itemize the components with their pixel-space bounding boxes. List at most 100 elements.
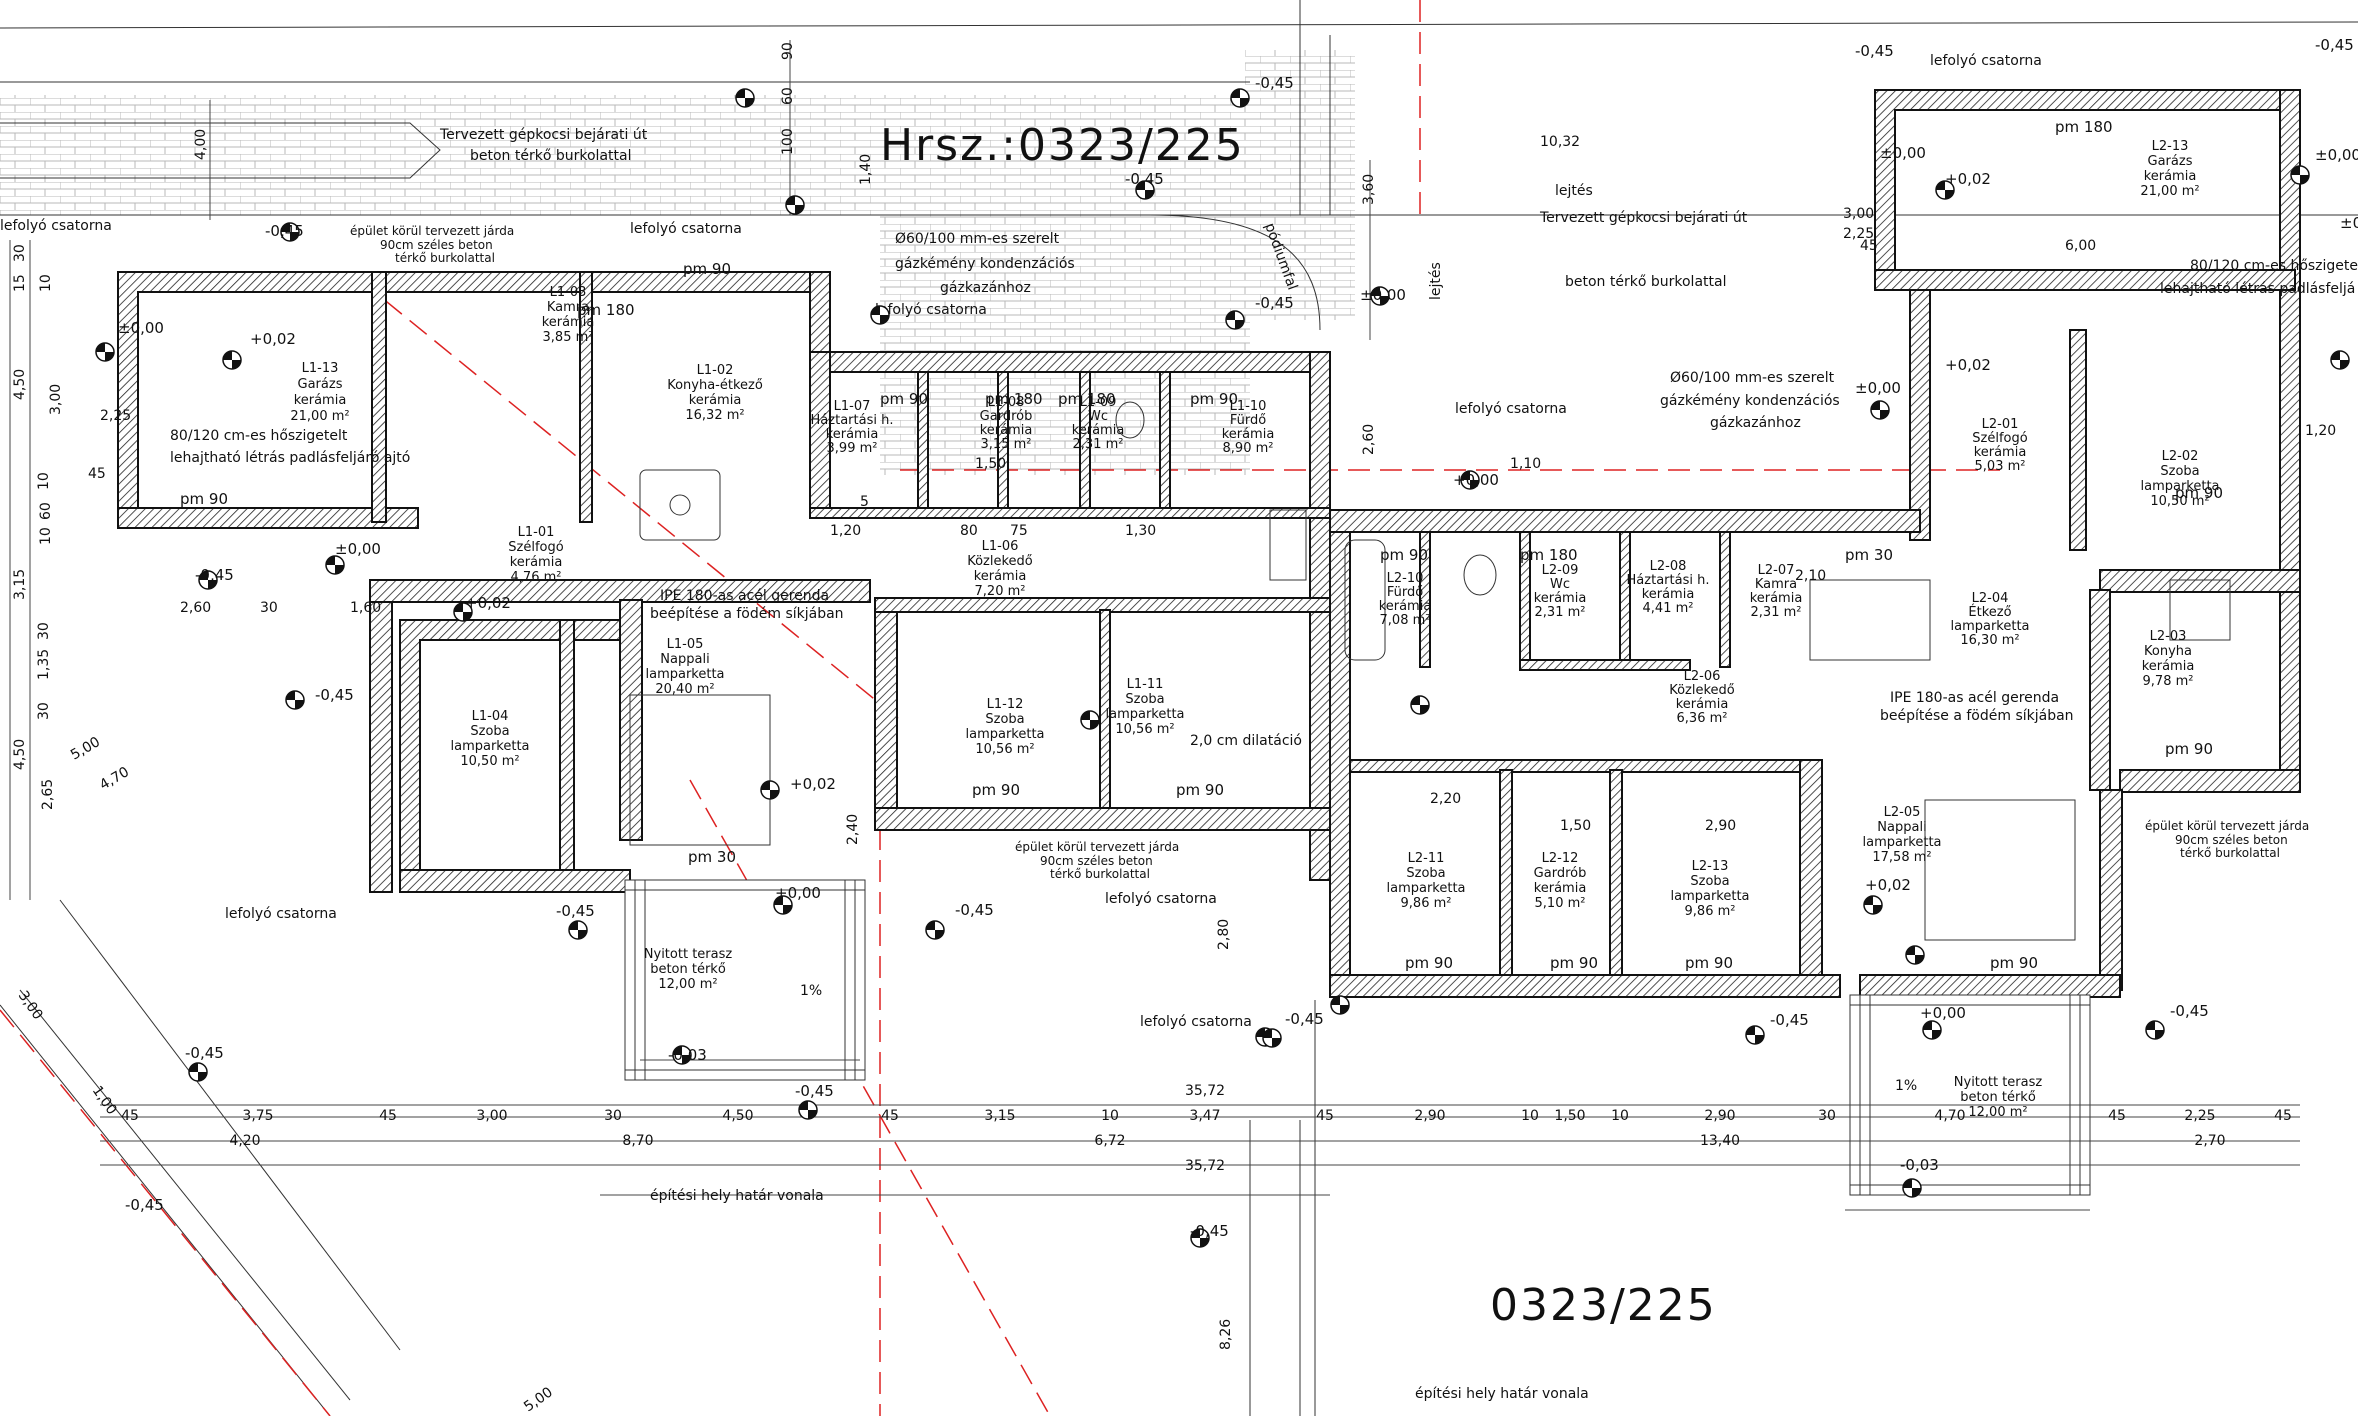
room-id: L2-13 — [1692, 859, 1729, 874]
walkway-note-b-3: térkő burkolattal — [1050, 867, 1150, 881]
level-value: -0,45 — [195, 566, 234, 584]
dimension-value: 10 — [38, 274, 54, 292]
room-name: Nyitott terasz — [1954, 1075, 2043, 1090]
room-l104: L1-04 Szoba lamparketta 10,50 m² — [450, 709, 529, 769]
window-label: pm 90 — [180, 490, 228, 508]
room-id: L1-08 — [988, 395, 1025, 410]
room-l109: L1-09 Wc kerámia 2,31 m² — [1072, 395, 1125, 452]
dimension-value: 2,60 — [1361, 424, 1377, 455]
room-area: 12,00 m² — [658, 977, 717, 992]
terrace-right: Nyitott terasz beton térkő 12,00 m² — [1954, 1075, 2043, 1120]
room-id: L1-06 — [982, 539, 1019, 554]
room-floor: lamparketta — [2140, 479, 2219, 494]
side-dimension-texts: 30 15 10 4,50 3,00 2,25 10 45 3,15 10 60… — [12, 244, 131, 810]
room-id: L2-11 — [1408, 851, 1445, 866]
room-name: Gardrób — [1534, 866, 1587, 881]
dimension-value: 6,00 — [2065, 238, 2096, 254]
dimension-value: 45 — [2274, 1108, 2292, 1124]
room-area: 3,85 m² — [543, 330, 594, 345]
window-label: pm 90 — [2175, 484, 2223, 502]
dimension-value: 1,40 — [858, 154, 874, 185]
dimension-value: 2,40 — [845, 814, 861, 845]
dimension-value: 35,72 — [1185, 1158, 1225, 1174]
room-l101: L1-01 Szélfogó kerámia 4,76 m² — [508, 525, 563, 585]
room-floor: lamparketta — [645, 667, 724, 682]
dimension-value: 3,00 — [476, 1108, 507, 1124]
room-area: 20,40 m² — [655, 682, 714, 697]
room-id: L2-10 — [1387, 571, 1424, 586]
dimension-value: 45 — [881, 1108, 899, 1124]
window-label: pm 180 — [1058, 390, 1116, 408]
dimension-value: 8,26 — [1218, 1319, 1234, 1350]
level-value: -0,45 — [1255, 74, 1294, 92]
dimension-value: 4,50 — [12, 369, 28, 400]
room-area: 3,99 m² — [827, 441, 878, 456]
terrace-steps-left — [625, 880, 865, 1080]
room-floor: kerámia — [974, 569, 1027, 584]
dimension-value: 10,32 — [1540, 134, 1580, 150]
room-id: L1-03 — [550, 285, 587, 300]
dimension-value: 1,10 — [1510, 456, 1541, 472]
room-area: 9,78 m² — [2143, 674, 2194, 689]
level-marker-icon — [1870, 400, 1890, 420]
dimension-value: 30 — [260, 600, 278, 616]
dimension-value: 10 — [1101, 1108, 1119, 1124]
level-value: +0,02 — [1865, 876, 1911, 894]
walkway-note-a-1: épület körül tervezett járda — [350, 224, 514, 238]
room-labels: L1-13 Garázs kerámia 21,00 m² L1-03 Kamr… — [290, 139, 2219, 1120]
gutter-label-4: lefolyó csatorna — [0, 218, 112, 234]
dimension-value: 3,00 — [1843, 206, 1874, 222]
room-l203: L2-03 Konyha kerámia 9,78 m² — [2142, 629, 2195, 689]
dimension-value: 30 — [12, 244, 28, 262]
room-area: 7,08 m² — [1380, 613, 1431, 628]
room-name: Szélfogó — [508, 540, 563, 555]
room-area: 10,50 m² — [460, 754, 519, 769]
boiler-note-left-1: Ø60/100 mm-es szerelt — [895, 231, 1060, 247]
level-value: -0,45 — [2315, 36, 2354, 54]
room-area: 4,76 m² — [511, 570, 562, 585]
room-area: 21,00 m² — [290, 409, 349, 424]
walkway-note-b-2: 90cm széles beton — [1040, 854, 1153, 868]
level-marker-icon — [2145, 1020, 2165, 1040]
level-marker-icon — [1902, 1178, 1922, 1198]
window-label: pm 30 — [1845, 546, 1893, 564]
room-id: L2-06 — [1684, 669, 1721, 684]
room-floor: kerámia — [1534, 591, 1587, 606]
level-value: +0,02 — [1945, 170, 1991, 188]
level-marker-icon — [325, 555, 345, 575]
room-floor: lamparketta — [1386, 881, 1465, 896]
room-floor: lamparketta — [1950, 619, 2029, 634]
room-name: Fürdő — [1230, 413, 1266, 428]
window-label: pm 90 — [2165, 740, 2213, 758]
dimension-value: 4,50 — [12, 739, 28, 770]
paved-areas — [0, 50, 1355, 475]
window-label: pm 90 — [683, 260, 731, 278]
gutter-label-5: lefolyó csatorna — [225, 906, 337, 922]
room-name: Nappali — [660, 652, 709, 667]
level-value: -0,45 — [1255, 294, 1294, 312]
dimension-value: 13,40 — [1700, 1133, 1740, 1149]
terraces — [624, 879, 2091, 1196]
dimension-value: 1,20 — [2305, 423, 2336, 439]
dimension-value: 8,70 — [622, 1133, 653, 1149]
level-marker-icon — [1080, 710, 1100, 730]
room-l113: L1-13 Garázs kerámia 21,00 m² — [290, 361, 349, 424]
room-l102: L1-02 Konyha-étkező kerámia 16,32 m² — [667, 363, 763, 423]
level-value: -0,45 — [955, 901, 994, 919]
dimension-value: 2,10 — [1795, 568, 1826, 584]
level-value: +0,02 — [250, 330, 296, 348]
level-marker-icon — [188, 1062, 208, 1082]
room-l204: L2-04 Étkező lamparketta 16,30 m² — [1950, 591, 2029, 648]
dimension-value: 45 — [379, 1108, 397, 1124]
level-value: ±0,00 — [2340, 214, 2358, 232]
dimension-value: 2,25 — [2184, 1108, 2215, 1124]
driveway-note-left-1: Tervezett gépkocsi bejárati út — [439, 127, 648, 143]
gutter-label-7: lefolyó csatorna — [1140, 1014, 1252, 1030]
misc-dimension-texts: 90 60 100 4,00 2,60 30 1,60 1,20 5 80 75… — [15, 42, 2336, 1415]
room-l108: L1-08 Gardrób kerámia 3,15 m² — [980, 395, 1033, 452]
dimension-value: 3,00 — [48, 384, 64, 415]
room-area: 21,00 m² — [2140, 184, 2199, 199]
room-name: Szoba — [1690, 874, 1729, 889]
plot-title-top: Hrsz.:0323/225 — [880, 120, 1245, 171]
level-marker-icon — [1330, 995, 1350, 1015]
